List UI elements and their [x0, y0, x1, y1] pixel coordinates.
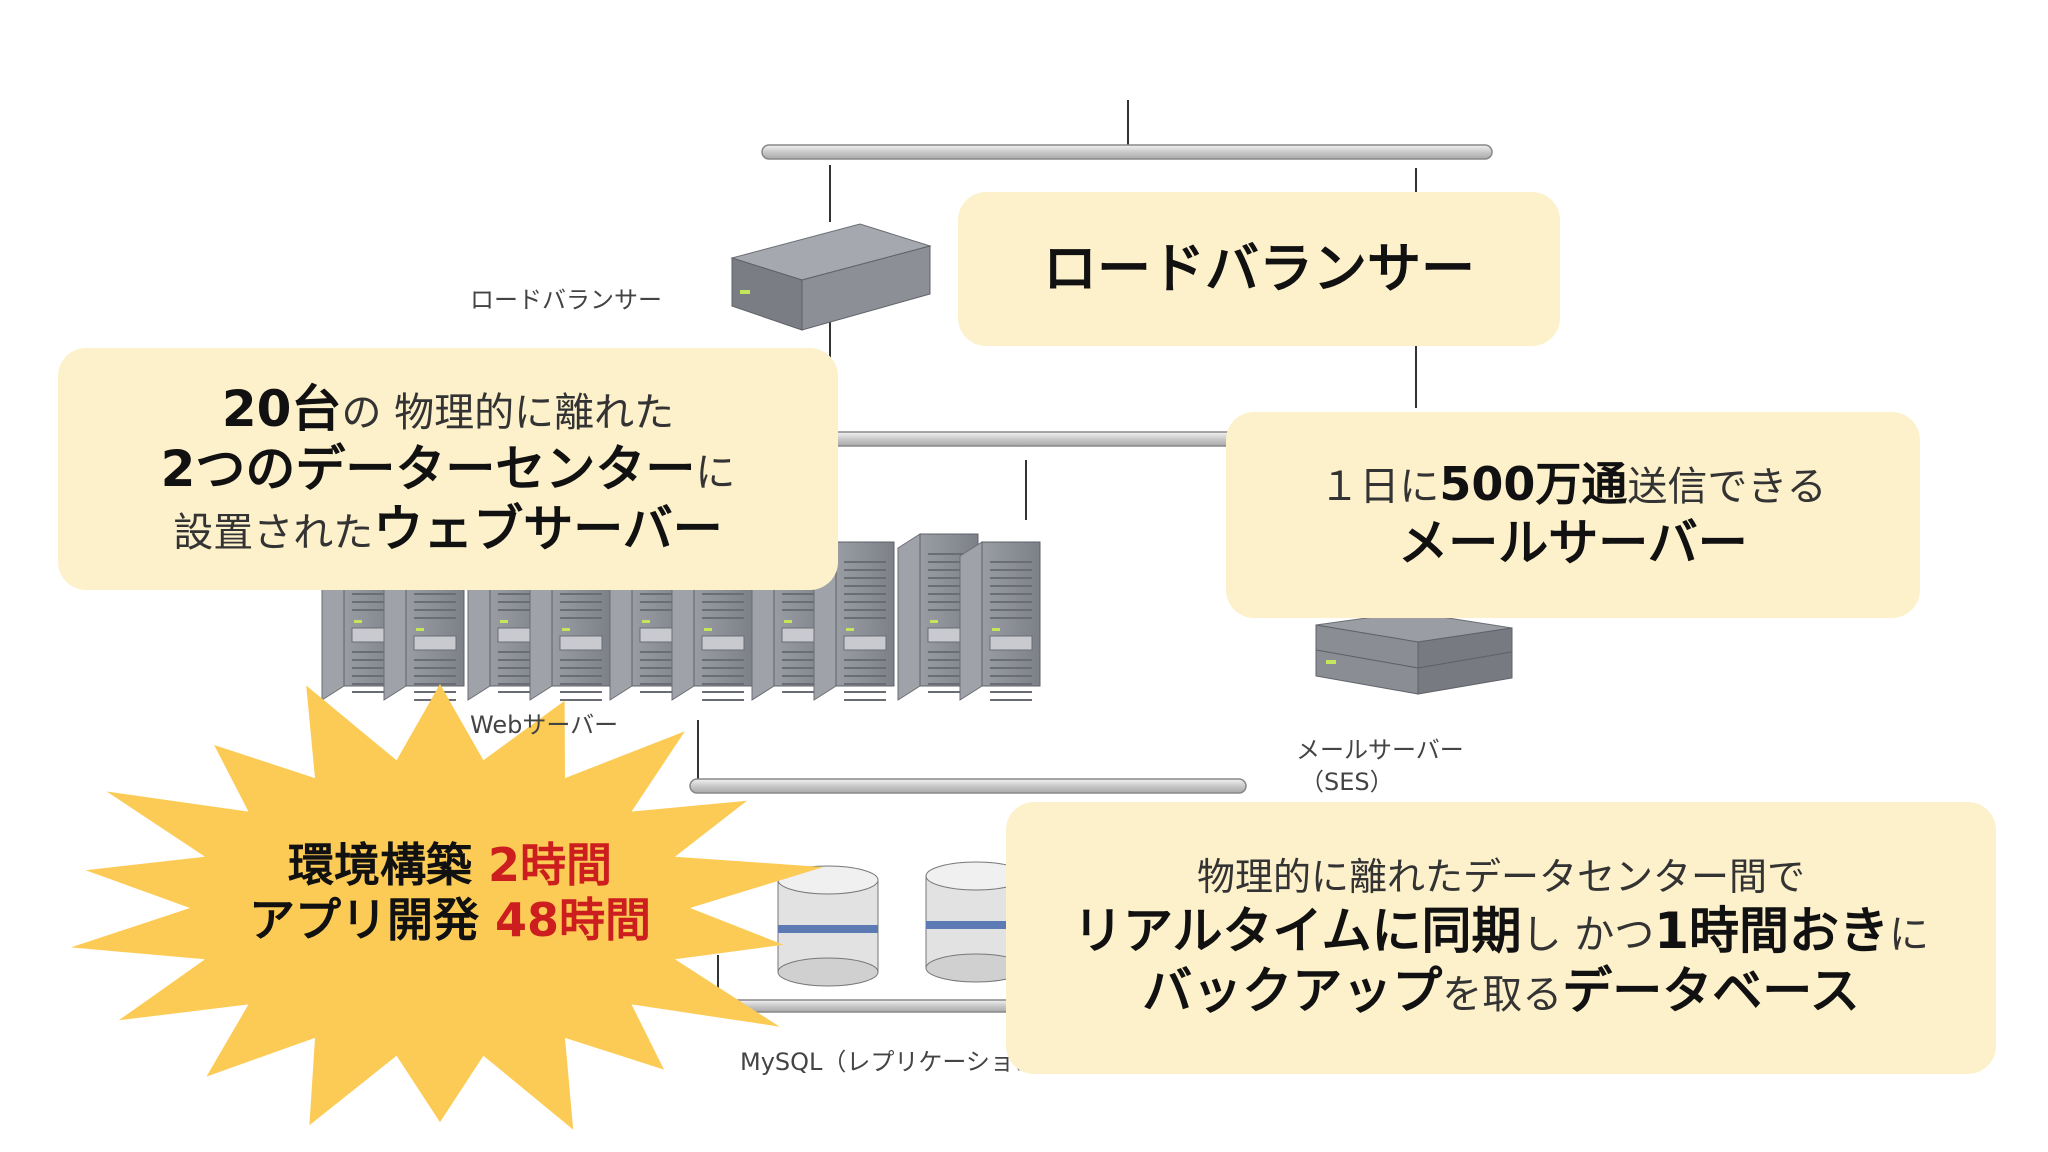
text-run: 2時間: [488, 838, 613, 892]
text-run: を取る: [1442, 971, 1563, 1018]
callout-mail-server: １日に500万通送信できる メールサーバー: [1226, 412, 1920, 618]
callout-mail-line-2: メールサーバー: [1398, 513, 1748, 573]
starburst-line-1: 環境構築 2時間: [160, 838, 740, 893]
callout-web-line-3: 設置されたウェブサーバー: [173, 499, 723, 559]
server-tower: [959, 541, 1041, 701]
mail-server-device: [1315, 611, 1513, 695]
diagram-label-load-balancer: ロードバランサー: [470, 286, 662, 314]
text-run: リアルタイムに同期: [1072, 901, 1522, 960]
callout-load-balancer-text: ロードバランサー: [1043, 236, 1475, 300]
text-run: 1時間おき: [1654, 901, 1889, 960]
text-run: に: [1889, 911, 1929, 958]
text-run: 2つのデーターセンター: [160, 440, 696, 498]
middle-bus: [829, 431, 1251, 447]
db-cylinder-1: [777, 865, 879, 987]
starburst-text: 環境構築 2時間 アプリ開発 48時間: [160, 838, 740, 948]
diagram-label-web-server: Webサーバー: [470, 711, 619, 739]
callout-db-line-1: 物理的に離れたデータセンター間で: [1197, 855, 1805, 901]
text-run: 物理的に離れた: [394, 390, 675, 436]
text-run: アプリ開発: [248, 893, 495, 948]
callout-load-balancer: ロードバランサー: [958, 192, 1560, 346]
text-run: バックアップ: [1142, 961, 1443, 1020]
text-run: し かつ: [1521, 911, 1655, 958]
callout-web-servers: 20台の 物理的に離れた 2つのデーターセンターに 設置されたウェブサーバー: [58, 348, 838, 590]
text-run: 送信できる: [1627, 464, 1827, 511]
lower-bus: [689, 778, 1247, 794]
diagram-label-mail-server-sub: （SES）: [1300, 768, 1394, 796]
text-run: 48時間: [495, 893, 652, 948]
top-bus: [761, 144, 1493, 160]
starburst-shape: [70, 684, 824, 1130]
callout-mail-line-1: １日に500万通送信できる: [1319, 457, 1826, 512]
callout-database: 物理的に離れたデータセンター間で リアルタイムに同期し かつ1時間おきに バック…: [1006, 802, 1996, 1074]
text-run: 500万通: [1439, 457, 1628, 512]
text-run: メールサーバー: [1398, 513, 1748, 572]
text-run: データベース: [1562, 961, 1860, 1020]
text-run: 物理的に離れたデータセンター間で: [1196, 855, 1805, 900]
text-run: の: [341, 390, 395, 436]
text-run: １日に: [1319, 464, 1440, 511]
database-cylinders: [777, 861, 1027, 987]
diagram-label-mail-server: メールサーバー: [1296, 736, 1464, 764]
callout-db-line-3: バックアップを取るデータベース: [1142, 961, 1860, 1021]
text-run: ウェブサーバー: [373, 500, 723, 558]
text-run: 20台: [221, 380, 342, 438]
text-run: 環境構築: [287, 838, 488, 892]
callout-web-line-1: 20台の 物理的に離れた: [222, 379, 674, 439]
load-balancer-device: [730, 223, 932, 331]
callout-web-line-2: 2つのデーターセンターに: [161, 439, 736, 499]
text-run: 設置された: [173, 510, 374, 556]
callout-db-line-2: リアルタイムに同期し かつ1時間おきに: [1073, 901, 1929, 961]
text-run: に: [695, 450, 736, 496]
starburst-line-2: アプリ開発 48時間: [160, 893, 740, 948]
